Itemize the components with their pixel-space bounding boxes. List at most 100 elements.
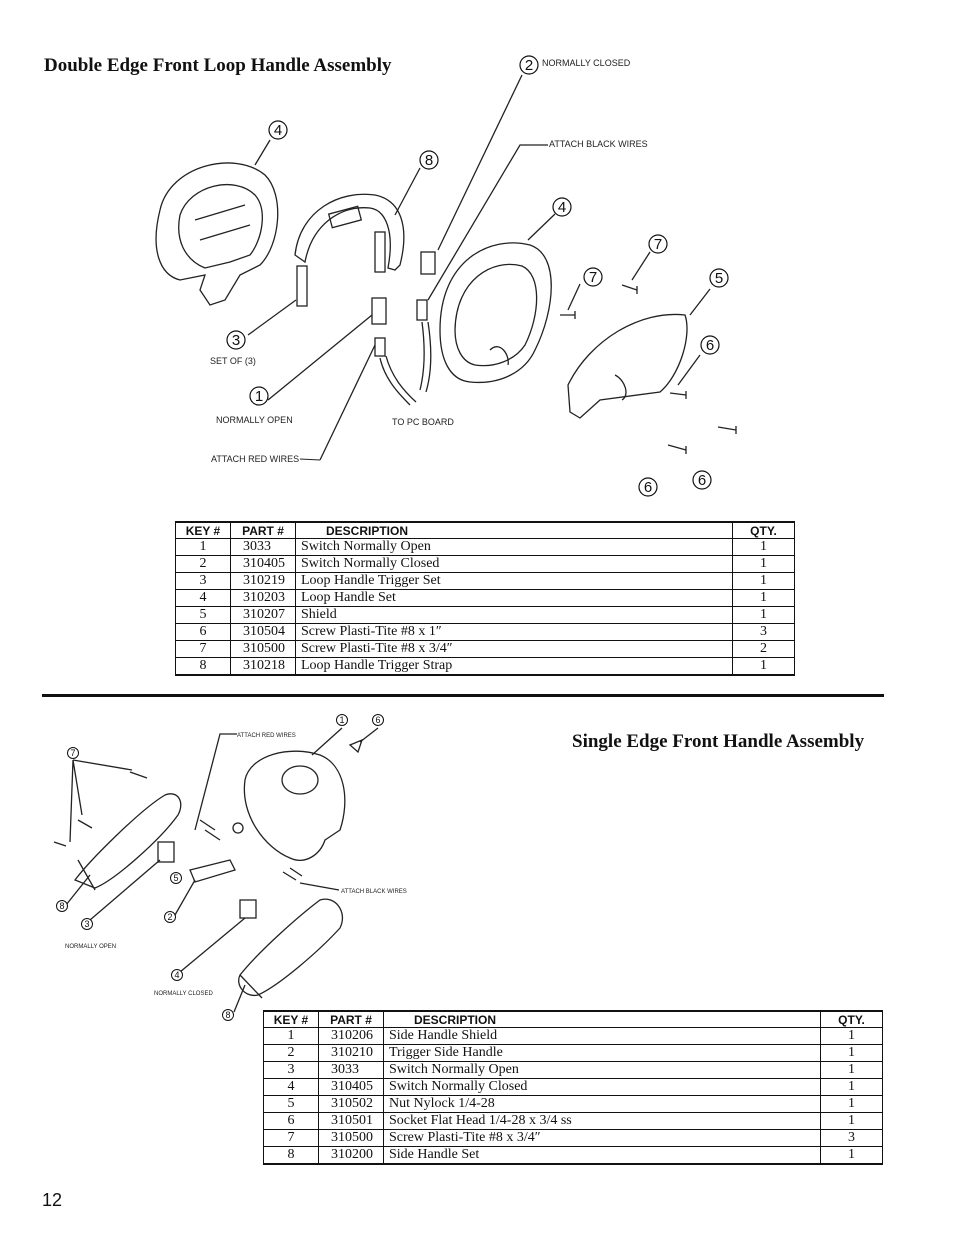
key-cell: 7 xyxy=(263,1129,319,1147)
balloon-7a: 7 xyxy=(654,236,662,253)
qty-cell: 3 xyxy=(732,623,795,641)
balloon-1: 1 xyxy=(255,388,263,405)
section-divider xyxy=(42,694,884,697)
bottom-balloons xyxy=(56,714,384,1021)
part-cell: 310500 xyxy=(230,640,296,658)
description-cell: Switch Normally Open xyxy=(383,1061,821,1079)
balloon-6c: 6 xyxy=(698,472,706,489)
callout-normally-closed: NORMALLY CLOSED xyxy=(542,58,631,68)
trigger-strap-drawing xyxy=(294,193,405,307)
description-cell: Screw Plasti-Tite #8 x 3/4″ xyxy=(383,1129,821,1147)
loop-handle-housing-drawing xyxy=(155,162,279,306)
part-cell: 310203 xyxy=(230,589,296,607)
key-cell: 4 xyxy=(175,589,231,607)
qty-cell: 1 xyxy=(820,1061,883,1079)
key-cell: 4 xyxy=(263,1078,319,1096)
callout-attach-red-wires: ATTACH RED WIRES xyxy=(211,454,299,464)
part-cell: 310200 xyxy=(318,1146,384,1165)
col-description: DESCRIPTION xyxy=(295,521,733,539)
part-cell: 3033 xyxy=(230,538,296,556)
key-cell: 7 xyxy=(175,640,231,658)
key-cell: 3 xyxy=(175,572,231,590)
qty-cell: 1 xyxy=(732,606,795,624)
part-cell: 310500 xyxy=(318,1129,384,1147)
qty-cell: 1 xyxy=(820,1044,883,1062)
description-cell: Switch Normally Closed xyxy=(383,1078,821,1096)
bottom-callouts: ATTACH RED WIRES ATTACH BLACK WIRES NORM… xyxy=(65,733,407,997)
col-part: PART # xyxy=(318,1010,384,1028)
bottom-balloon-numbers: 1 6 7 5 8 3 2 4 8 xyxy=(59,715,380,1020)
balloon-4a: 4 xyxy=(274,122,282,139)
part-cell: 310218 xyxy=(230,657,296,676)
qty-cell: 1 xyxy=(820,1146,883,1165)
shield-drawing xyxy=(567,313,688,419)
loop-handle-drawing xyxy=(439,242,552,384)
trigger-side-handle-drawing xyxy=(73,793,182,891)
small-balloon-5: 5 xyxy=(173,873,178,883)
top-callouts: NORMALLY CLOSED ATTACH BLACK WIRES SET O… xyxy=(210,58,648,464)
qty-cell: 1 xyxy=(820,1112,883,1130)
key-cell: 3 xyxy=(263,1061,319,1079)
callout-normally-closed-b: NORMALLY CLOSED xyxy=(154,991,213,997)
qty-cell: 2 xyxy=(732,640,795,658)
description-cell: Loop Handle Set xyxy=(295,589,733,607)
table-header-row: KEY # PART # DESCRIPTION QTY. xyxy=(175,521,795,539)
description-cell: Side Handle Set xyxy=(383,1146,821,1165)
qty-cell: 1 xyxy=(820,1027,883,1045)
small-balloon-2: 2 xyxy=(167,912,172,922)
qty-cell: 1 xyxy=(820,1095,883,1113)
balloon-8: 8 xyxy=(425,152,433,169)
callout-to-pc-board: TO PC BOARD xyxy=(392,417,454,427)
table-header-row: KEY # PART # DESCRIPTION QTY. xyxy=(263,1010,883,1028)
description-cell: Shield xyxy=(295,606,733,624)
description-cell: Screw Plasti-Tite #8 x 1″ xyxy=(295,623,733,641)
part-cell: 310405 xyxy=(230,555,296,573)
callout-attach-red-wires-b: ATTACH RED WIRES xyxy=(237,733,296,739)
callout-normally-open-b: NORMALLY OPEN xyxy=(65,944,116,950)
side-switches-drawing xyxy=(157,819,303,919)
balloon-3: 3 xyxy=(232,332,240,349)
side-handle-shield-drawing xyxy=(243,738,364,861)
col-part: PART # xyxy=(230,521,296,539)
switch-wires-drawing xyxy=(371,251,436,406)
part-cell: 310207 xyxy=(230,606,296,624)
qty-cell: 1 xyxy=(732,555,795,573)
balloon-6a: 6 xyxy=(706,337,714,354)
col-key: KEY # xyxy=(175,521,231,539)
callout-attach-black-wires-b: ATTACH BLACK WIRES xyxy=(341,889,407,895)
description-cell: Loop Handle Trigger Strap xyxy=(295,657,733,676)
key-cell: 2 xyxy=(263,1044,319,1062)
top-assembly-title: Double Edge Front Loop Handle Assembly xyxy=(44,55,392,76)
description-cell: Switch Normally Open xyxy=(295,538,733,556)
description-cell: Nut Nylock 1/4-28 xyxy=(383,1095,821,1113)
key-cell: 6 xyxy=(175,623,231,641)
small-balloon-6: 6 xyxy=(375,715,380,725)
callout-set-of-3: SET OF (3) xyxy=(210,356,256,366)
description-cell: Screw Plasti-Tite #8 x 3/4″ xyxy=(295,640,733,658)
qty-cell: 1 xyxy=(732,589,795,607)
part-cell: 310206 xyxy=(318,1027,384,1045)
part-cell: 3033 xyxy=(318,1061,384,1079)
key-cell: 1 xyxy=(175,538,231,556)
key-cell: 8 xyxy=(175,657,231,676)
qty-cell: 3 xyxy=(820,1129,883,1147)
top-balloons xyxy=(226,55,729,497)
balloon-7b: 7 xyxy=(589,269,597,286)
top-balloon-numbers: 2 4 8 4 7 7 5 3 6 1 6 6 xyxy=(232,57,723,496)
key-cell: 8 xyxy=(263,1146,319,1165)
side-handle-drawing xyxy=(238,898,344,999)
balloon-4b: 4 xyxy=(558,199,566,216)
description-cell: Trigger Side Handle xyxy=(383,1044,821,1062)
col-qty: QTY. xyxy=(820,1010,883,1028)
small-balloon-1: 1 xyxy=(339,715,344,725)
